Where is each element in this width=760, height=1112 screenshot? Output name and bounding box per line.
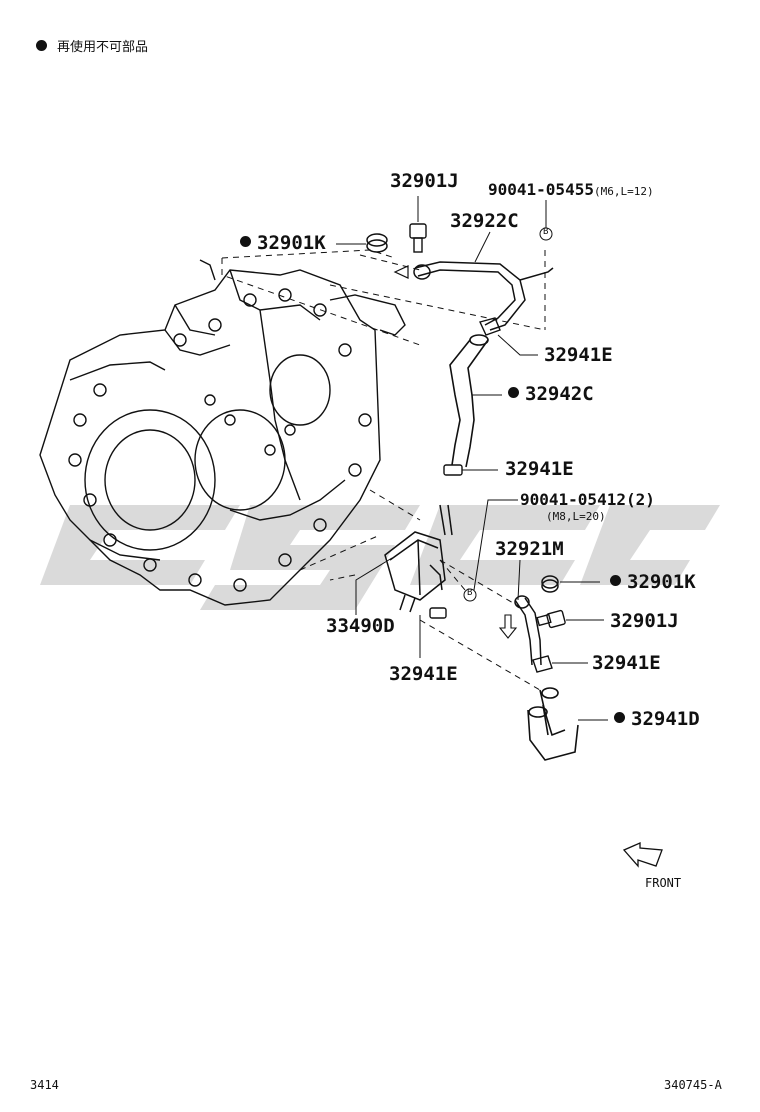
footer-figure-code: 340745-A (664, 1078, 722, 1092)
clamp-upper (479, 317, 501, 336)
clamp-lower-left (429, 607, 447, 619)
bolt-upper (409, 223, 427, 253)
transaxle-housing (39, 259, 406, 606)
clamp-lower-right (532, 655, 553, 673)
part-label-32921m: 32921M (495, 538, 564, 560)
part-label-32941e-upper: 32941E (544, 344, 613, 366)
bolt-lower (536, 609, 566, 629)
callout-b-lower (463, 588, 477, 602)
part-label-32941e-middle: 32941E (505, 458, 574, 480)
hose-main (449, 334, 489, 468)
footer-page-number: 3414 (30, 1078, 59, 1092)
part-spec: (M6,L=12) (593, 185, 654, 198)
clamp-middle (443, 464, 463, 476)
gasket-lower (541, 575, 559, 593)
part-label-32901j-lower: 32901J (610, 610, 679, 632)
legend-text: 再使用不可部品 (57, 39, 149, 54)
part-label-32901j-upper: 32901J (390, 170, 459, 192)
part-number: 90041-05455 (488, 180, 594, 199)
part-label-32942c: 32942C (508, 383, 594, 405)
legend-non-reusable: 再使用不可部品 (36, 36, 148, 55)
leader-lines (336, 196, 608, 721)
part-label-32941d: 32941D (614, 708, 700, 730)
lower-pipe (514, 595, 542, 666)
part-number: 32901K (257, 232, 326, 254)
direction-arrow-icon (393, 265, 409, 279)
part-label-32941e-lower-right: 32941E (592, 652, 661, 674)
callout-b-upper-letter: B (543, 227, 549, 237)
part-label-32941e-lower-left: 32941E (389, 663, 458, 685)
watermark-logo (40, 505, 720, 610)
non-reusable-dot-icon (240, 236, 251, 247)
part-label-33490d: 33490D (326, 615, 395, 637)
non-reusable-dot-icon (614, 712, 625, 723)
part-spec-m8: (M8,L=20) (546, 510, 606, 523)
part-label-90041-05455: 90041-05455(M6,L=12) (488, 180, 654, 199)
callout-b-lower-letter: B (467, 588, 473, 598)
front-label: FRONT (645, 876, 682, 890)
part-label-90041-05412: 90041-05412(2) (520, 490, 655, 509)
non-reusable-dot-icon (610, 575, 621, 586)
down-arrow-icon (498, 614, 518, 639)
part-label-32901k-upper: 32901K (240, 232, 326, 254)
hose-elbow (527, 687, 579, 761)
oil-cooler (384, 504, 453, 613)
bullet-icon (36, 40, 47, 51)
front-arrow-icon (622, 842, 663, 868)
part-label-32901k-lower: 32901K (610, 571, 696, 593)
part-number: 32901K (627, 571, 696, 593)
part-label-32922c: 32922C (450, 210, 519, 232)
part-number: 32941D (631, 708, 700, 730)
gasket-upper (366, 233, 388, 253)
part-number: 32942C (525, 383, 594, 405)
non-reusable-dot-icon (508, 387, 519, 398)
upper-pipe (413, 261, 554, 331)
